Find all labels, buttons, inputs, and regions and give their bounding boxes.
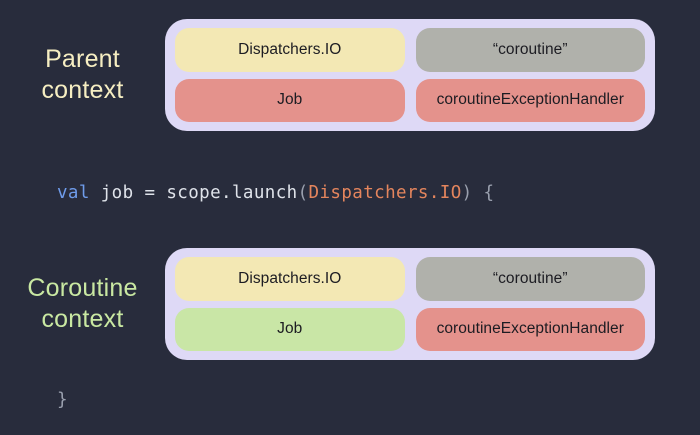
parent-chip-exception-handler: coroutineExceptionHandler xyxy=(415,78,645,122)
coroutine-chip-job: Job xyxy=(175,307,405,351)
parent-context-label: Parent context xyxy=(41,45,124,104)
code-token-keyword-val: val xyxy=(57,183,90,203)
parent-context-block: Parent context Dispatchers.IO “coroutine… xyxy=(0,19,655,131)
coroutine-context-block: Coroutine context Dispatchers.IO “corout… xyxy=(0,248,655,360)
parent-context-card: Dispatchers.IO “coroutine” Job coroutine… xyxy=(165,19,655,131)
code-token-dispatchers-io: Dispatchers.IO xyxy=(308,183,462,203)
code-line-close: } xyxy=(57,390,68,410)
code-token-paren-open: ( xyxy=(297,183,309,203)
code-token-scope-launch: job = scope.launch xyxy=(89,183,298,203)
code-line-launch: val job = scope.launch(Dispatchers.IO) { xyxy=(57,183,494,203)
code-token-space xyxy=(473,183,484,203)
code-token-brace-close: } xyxy=(57,390,68,410)
coroutine-context-card: Dispatchers.IO “coroutine” Job coroutine… xyxy=(165,248,655,360)
coroutine-chip-exception-handler: coroutineExceptionHandler xyxy=(415,307,645,351)
code-token-paren-close: ) xyxy=(461,183,473,203)
coroutine-context-label: Coroutine context xyxy=(27,274,138,333)
parent-chip-job: Job xyxy=(175,78,405,122)
code-token-brace-open: { xyxy=(483,183,495,203)
coroutine-chip-dispatcher: Dispatchers.IO xyxy=(175,257,405,301)
parent-chip-dispatcher: Dispatchers.IO xyxy=(175,28,405,72)
parent-chip-coroutine-name: “coroutine” xyxy=(415,28,645,72)
coroutine-chip-coroutine-name: “coroutine” xyxy=(415,257,645,301)
